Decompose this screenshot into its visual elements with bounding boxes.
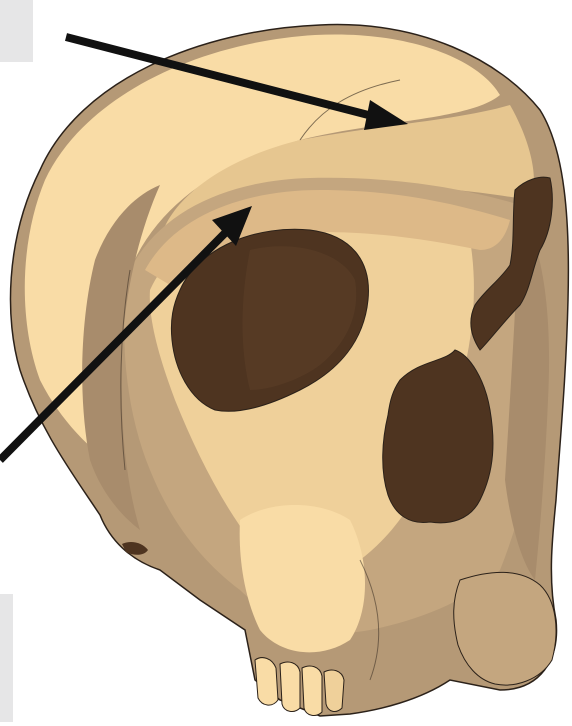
skull-illustration: [0, 0, 572, 726]
